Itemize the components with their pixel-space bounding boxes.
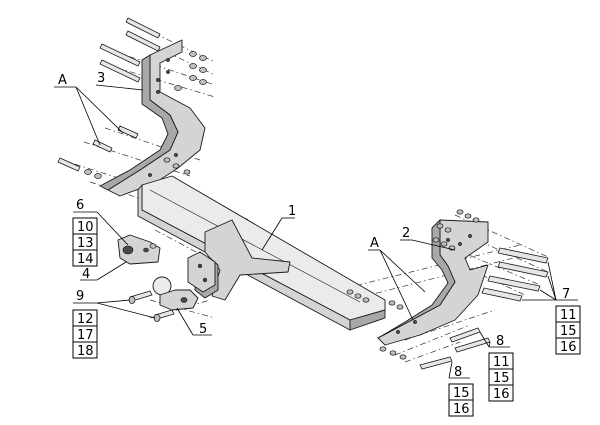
socket-plate — [117, 234, 161, 265]
ref-stack-9 — [72, 309, 98, 359]
label-part-11-right: 11 — [560, 308, 577, 323]
label-a-left: A — [58, 73, 67, 88]
label-part-13: 13 — [77, 236, 94, 251]
label-part-8-upper: 8 — [496, 334, 504, 349]
label-part-11-middle: 11 — [493, 355, 510, 370]
label-part-16-right: 16 — [560, 340, 577, 355]
ref-stack-8-upper — [488, 352, 514, 402]
label-a-right: A — [370, 236, 379, 251]
ref-stack-7 — [555, 305, 581, 355]
label-part-18: 18 — [77, 344, 94, 359]
label-part-10: 10 — [77, 220, 94, 235]
label-part-16-middle: 16 — [493, 387, 510, 402]
label-part-17: 17 — [77, 328, 94, 343]
label-part-12: 12 — [77, 312, 94, 327]
tow-ball — [152, 276, 199, 311]
ref-stack-6 — [72, 217, 98, 267]
left-bracket-bolts — [57, 17, 161, 172]
label-part-3: 3 — [97, 71, 105, 86]
part-labels: 1 2 3 4 5 6 7 8 8 9 10 13 14 12 17 18 11… — [58, 71, 577, 417]
label-part-15-right: 15 — [560, 324, 577, 339]
label-part-15-middle: 15 — [493, 371, 510, 386]
ref-stack-8-lower — [448, 383, 474, 417]
label-part-6: 6 — [76, 198, 84, 213]
assembly-axis-lines — [61, 21, 549, 363]
label-part-1: 1 — [288, 204, 296, 219]
label-part-15-lower: 15 — [453, 386, 470, 401]
label-part-16-lower: 16 — [453, 402, 470, 417]
ball-bolts — [128, 290, 175, 322]
label-part-8-lower: 8 — [454, 365, 462, 380]
label-part-2: 2 — [402, 226, 410, 241]
label-part-9: 9 — [76, 289, 84, 304]
left-side-bracket — [99, 39, 206, 197]
right-bracket-nuts — [346, 209, 480, 360]
label-part-14: 14 — [77, 252, 94, 267]
leader-lines — [54, 84, 578, 379]
label-part-5: 5 — [199, 322, 207, 337]
label-part-7: 7 — [562, 287, 570, 302]
right-bracket-bolts — [419, 247, 549, 370]
right-side-bracket — [377, 219, 489, 346]
label-part-4: 4 — [82, 267, 90, 282]
